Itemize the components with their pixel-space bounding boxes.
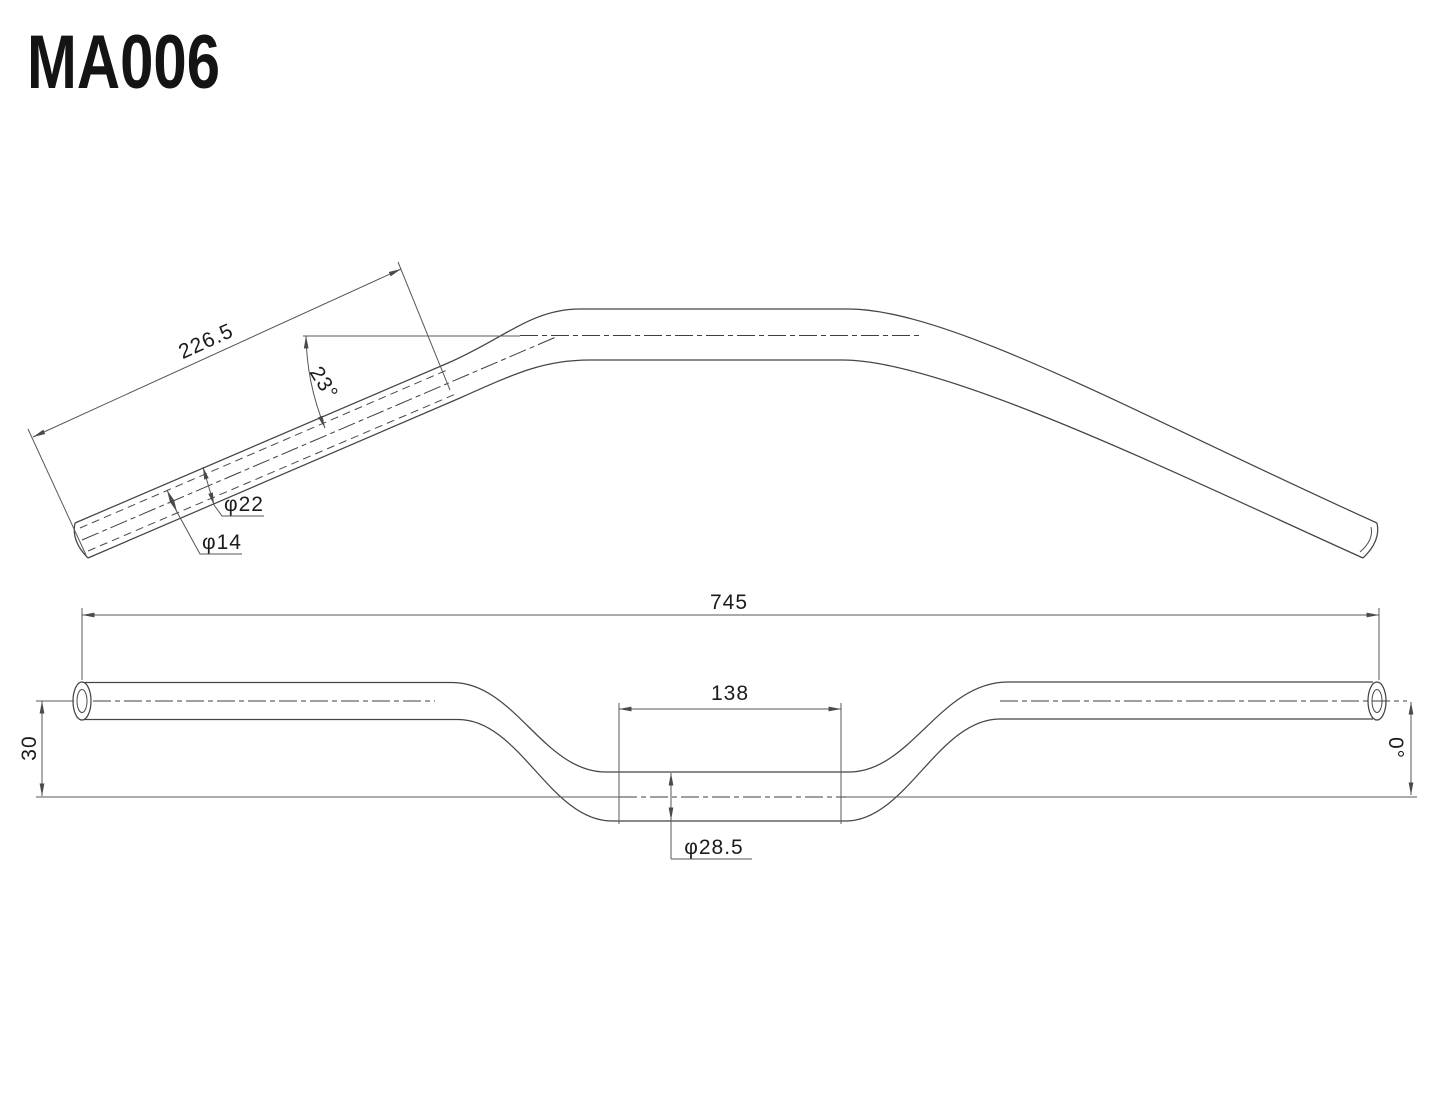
phi14-arrow-line (166, 489, 178, 513)
dimension-clamp-diameter: φ28.5 (668, 773, 752, 860)
dimension-overall-width: 745 (81, 591, 1380, 680)
dimension-label-clamp-diameter: φ28.5 (684, 836, 744, 859)
dimension-label-drop: 30 (18, 735, 41, 760)
phi22-arrow-line (202, 466, 215, 506)
front-view: 745 138 30 0° φ28.5 (18, 591, 1417, 860)
side-view-right-end-cap-inner (1359, 526, 1372, 553)
dimension-bend-angle: 23° (303, 335, 343, 429)
angle-23-arc (303, 335, 326, 429)
side-view-bar-bottom-edge (87, 359, 1364, 559)
dimension-label-clamp-section-width: 138 (711, 682, 749, 705)
phi14-leader-line (176, 511, 242, 555)
front-view-bar-top-edge (84, 681, 1373, 773)
dimension-label-end-rise-angle: 0° (1384, 737, 1407, 759)
side-view: 226.5 23° φ22 φ14 (27, 261, 1379, 559)
left-tube-end-outer (72, 681, 92, 721)
side-view-right-end-cap (1362, 522, 1379, 559)
dimension-drop: 30 (18, 700, 74, 796)
side-view-bar-top-edge (74, 308, 1378, 524)
side-view-grip-centerline (81, 336, 557, 541)
dimension-end-rise-angle: 0° (1384, 702, 1414, 795)
front-view-bar-bottom-edge (84, 718, 1373, 822)
side-view-left-end-cap (73, 522, 89, 559)
dimension-226-line (32, 268, 402, 438)
dimension-226-extension-left (27, 428, 87, 556)
dimension-label-bend-angle: 23° (305, 362, 343, 404)
dimension-clamp-section-width: 138 (618, 682, 842, 824)
dimension-label-grip-inner-diameter: φ14 (202, 531, 242, 554)
left-tube-end-inner (76, 689, 88, 713)
dimension-label-grip-length: 226.5 (175, 319, 237, 364)
phi22-leader-line (213, 504, 264, 517)
part-number-title: MA006 (27, 20, 220, 105)
side-view-bore-lower-hidden-line (87, 392, 459, 552)
dimension-grip-inner-diameter: φ14 (166, 489, 242, 555)
dimension-grip-outer-diameter: φ22 (202, 466, 264, 517)
dimension-label-grip-outer-diameter: φ22 (224, 493, 264, 516)
dimension-label-overall-width: 745 (710, 591, 748, 614)
dimension-226-extension-right (397, 261, 451, 391)
